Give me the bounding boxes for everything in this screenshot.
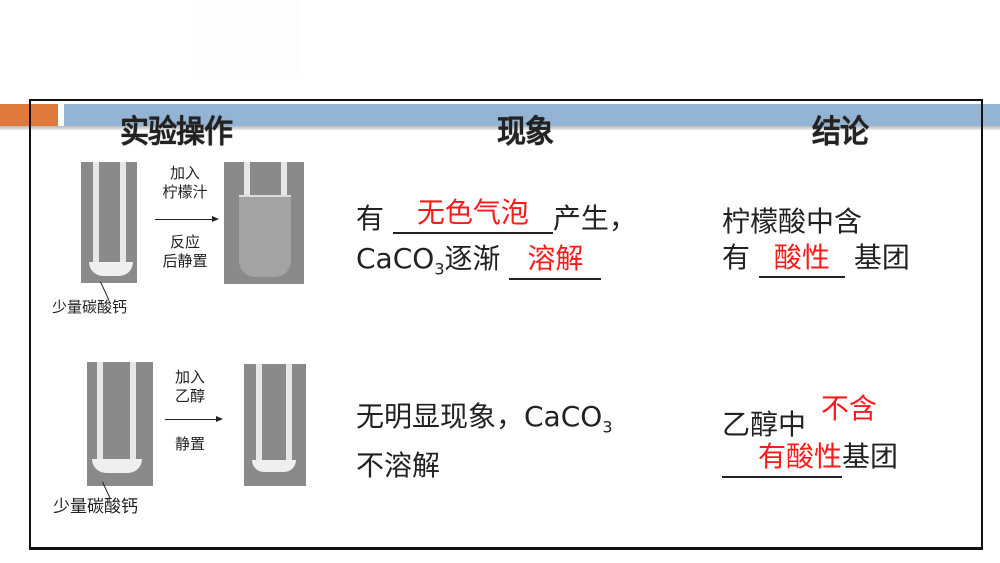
answer-blank: 无色气泡 bbox=[392, 194, 553, 234]
tube-wall-right bbox=[281, 162, 287, 196]
header-phenomenon: 现象 bbox=[497, 112, 554, 150]
test-tube-before-photo bbox=[87, 362, 153, 486]
header-conclusion: 结论 bbox=[812, 112, 869, 150]
test-tube-after-photo bbox=[244, 364, 306, 486]
row1-conclusion: 柠檬酸中含 有 酸性 基团 bbox=[722, 204, 910, 278]
tube-wall-left bbox=[93, 162, 99, 267]
row1-phenomenon: 有 无色气泡产生， CaCO3逐渐 溶解 bbox=[356, 196, 637, 289]
calcium-carbonate-solid bbox=[252, 460, 296, 472]
test-tube-after-photo bbox=[224, 162, 304, 284]
tube-wall-left bbox=[256, 364, 262, 462]
background-block bbox=[193, 0, 300, 78]
reagent-caption: 加入 柠檬汁 bbox=[162, 164, 208, 201]
reaction-arrow-icon bbox=[165, 416, 223, 422]
reagent-caption: 加入 乙醇 bbox=[174, 368, 205, 405]
sample-label: 少量碳酸钙 bbox=[53, 497, 138, 517]
row2-phenomenon: 无明显现象，CaCO3 不溶解 bbox=[356, 400, 613, 482]
condition-caption: 反应 后静置 bbox=[162, 233, 208, 270]
test-tube-before-photo bbox=[81, 162, 137, 283]
phenomenon-line1: 有 无色气泡产生， bbox=[356, 196, 637, 235]
header-operation: 实验操作 bbox=[120, 112, 233, 150]
calcium-carbonate-solid bbox=[92, 459, 142, 473]
tube-wall-right bbox=[286, 364, 292, 462]
condition-caption: 静置 bbox=[174, 435, 205, 453]
reaction-arrow-icon bbox=[155, 216, 219, 222]
answer-blank: 酸性 bbox=[758, 240, 845, 278]
tube-wall-left bbox=[244, 162, 250, 196]
answer-blank: 有酸性 bbox=[722, 438, 842, 478]
sample-label: 少量碳酸钙 bbox=[52, 298, 128, 316]
phenomenon-line2: CaCO3逐渐 溶解 bbox=[356, 240, 637, 289]
experiment-table-frame bbox=[29, 99, 983, 550]
lemon-juice-liquid bbox=[239, 195, 291, 277]
title-bar-accent-blue bbox=[64, 104, 1000, 126]
row2-conclusion: 乙醇中 不含 有酸性基团 bbox=[722, 392, 898, 478]
tube-wall-left bbox=[97, 362, 103, 462]
answer-blank: 溶解 bbox=[509, 240, 602, 280]
tube-wall-right bbox=[120, 162, 126, 267]
title-bar-shadow bbox=[0, 126, 1000, 130]
tube-wall-right bbox=[130, 362, 136, 462]
calcium-carbonate-solid bbox=[89, 262, 133, 276]
